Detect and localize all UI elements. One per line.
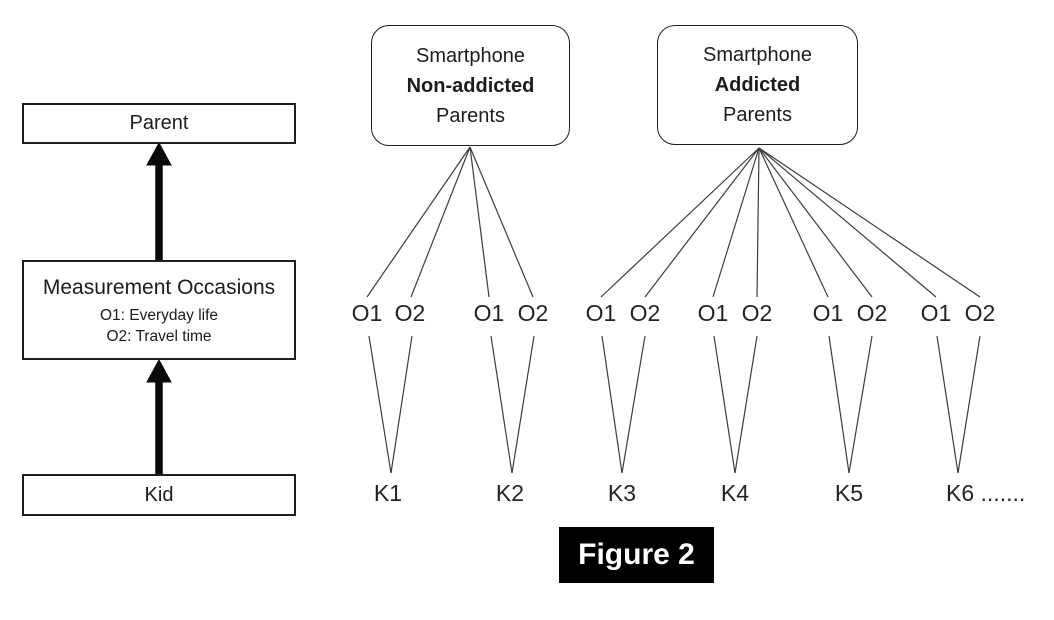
kid-box-label: Kid: [144, 483, 174, 506]
fan-lines-non-addicted: [366, 146, 534, 298]
kid-label: K1: [373, 480, 403, 506]
occasion-label: O1: [473, 300, 505, 326]
kid-label: K5: [834, 480, 864, 506]
occasion-label: O2: [517, 300, 549, 326]
kid-label: K4: [720, 480, 750, 506]
occasion-label: O1: [697, 300, 729, 326]
kid-label: K3: [607, 480, 637, 506]
occasion-label: O2: [629, 300, 661, 326]
occasion-label: O1: [812, 300, 844, 326]
figure-caption: Figure 2: [559, 527, 714, 583]
measurement-occasion-1: O1: Everyday life: [99, 306, 219, 324]
addicted-line2: Addicted: [714, 74, 801, 96]
measurement-occasions-box: Measurement Occasions O1: Everyday life …: [22, 260, 296, 360]
occasion-label: O1: [585, 300, 617, 326]
non-addicted-line3: Parents: [436, 104, 505, 127]
kid-label: K6 .......: [946, 480, 1026, 506]
addicted-line3: Parents: [723, 104, 792, 126]
occasion-label: O1: [351, 300, 383, 326]
occasion-to-kid-lines: [368, 335, 981, 474]
parent-box: Parent: [22, 103, 296, 144]
non-addicted-parents-box: Smartphone Non-addicted Parents: [371, 25, 570, 146]
measurement-occasions-title: Measurement Occasions: [42, 276, 276, 300]
parent-box-label: Parent: [129, 112, 189, 134]
non-addicted-line2: Non-addicted: [406, 74, 535, 97]
kid-box: Kid: [22, 474, 296, 516]
fan-lines-addicted: [600, 147, 981, 298]
occasion-label: O2: [741, 300, 773, 326]
addicted-line1: Smartphone: [703, 44, 812, 66]
addicted-parents-box: Smartphone Addicted Parents: [657, 25, 858, 145]
up-arrow-kid-to-measurement: [146, 358, 172, 474]
occasion-label: O2: [856, 300, 888, 326]
non-addicted-line1: Smartphone: [416, 44, 525, 67]
measurement-occasion-2: O2: Travel time: [106, 327, 212, 345]
occasion-label: O1: [920, 300, 952, 326]
figure-caption-text: Figure 2: [578, 538, 695, 571]
kid-label: K2: [495, 480, 525, 506]
up-arrow-measurement-to-parent: [146, 141, 172, 260]
occasion-label: O2: [394, 300, 426, 326]
occasion-label: O2: [964, 300, 996, 326]
